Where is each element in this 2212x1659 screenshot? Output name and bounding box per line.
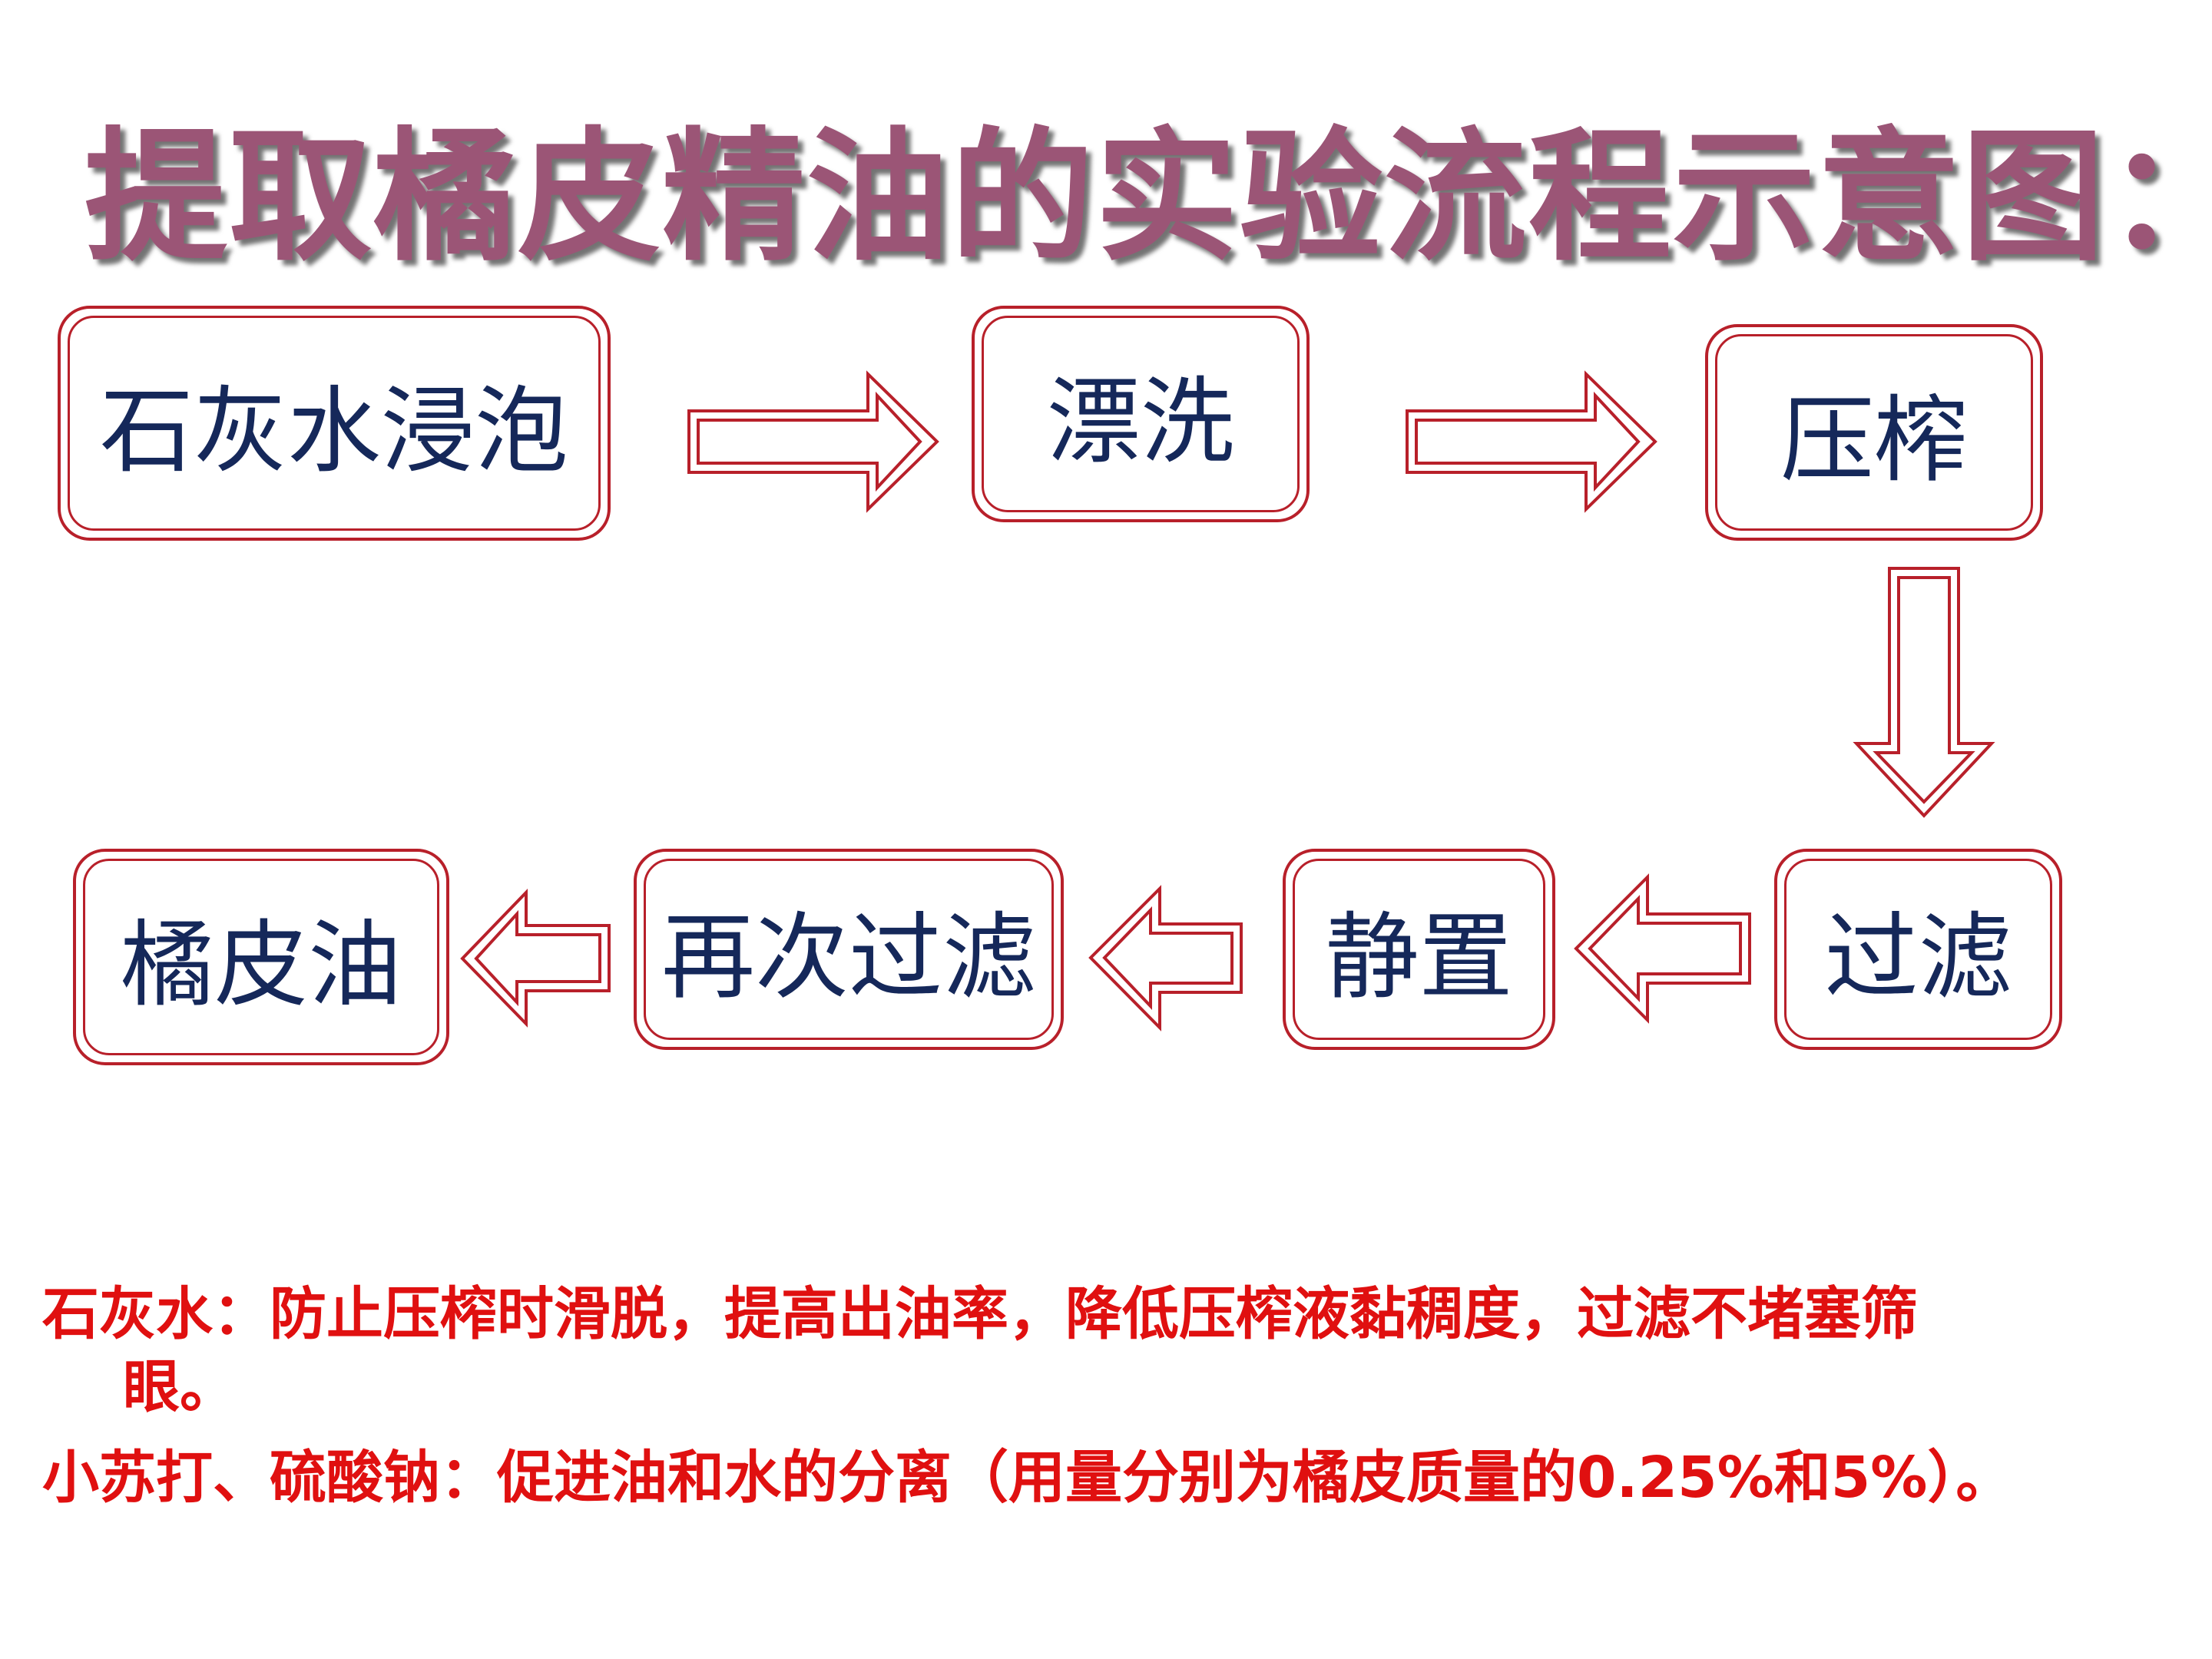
- arrow-down-icon: [1853, 567, 1995, 818]
- note-lime-water-line1: 石灰水：防止压榨时滑脱，提高出油率，降低压榨液黏稠度，过滤不堵塞筛: [42, 1281, 1918, 1347]
- step-label: 压榨: [1780, 386, 1968, 495]
- page-title: 提取橘皮精油的实验流程示意图：: [84, 114, 2212, 280]
- step-orange-peel-oil: 橘皮油: [73, 849, 449, 1065]
- step-label: 漂洗: [1047, 367, 1234, 477]
- step-lime-soak: 石灰水浸泡: [58, 306, 611, 541]
- step-label: 橘皮油: [121, 910, 402, 1020]
- step-refilter: 再次过滤: [634, 849, 1064, 1050]
- arrow-right-1-icon: [687, 370, 939, 513]
- arrow-left-3-icon: [460, 889, 611, 1028]
- step-settle: 静置: [1283, 849, 1555, 1050]
- arrow-left-1-icon: [1574, 873, 1751, 1024]
- step-filter: 过滤: [1774, 849, 2062, 1050]
- step-label: 石灰水浸泡: [100, 376, 568, 486]
- step-label: 再次过滤: [661, 902, 1036, 1012]
- step-rinse: 漂洗: [972, 306, 1310, 522]
- step-label: 过滤: [1824, 902, 2012, 1012]
- arrow-right-2-icon: [1406, 370, 1657, 513]
- note-baking-soda: 小苏打、硫酸钠：促进油和水的分离（用量分别为橘皮质量的0.25%和5%）。: [42, 1445, 2013, 1511]
- note-lime-water-line2: 眼。: [123, 1354, 237, 1420]
- arrow-left-2-icon: [1088, 885, 1243, 1031]
- step-label: 静置: [1325, 902, 1513, 1012]
- step-press: 压榨: [1705, 324, 2043, 541]
